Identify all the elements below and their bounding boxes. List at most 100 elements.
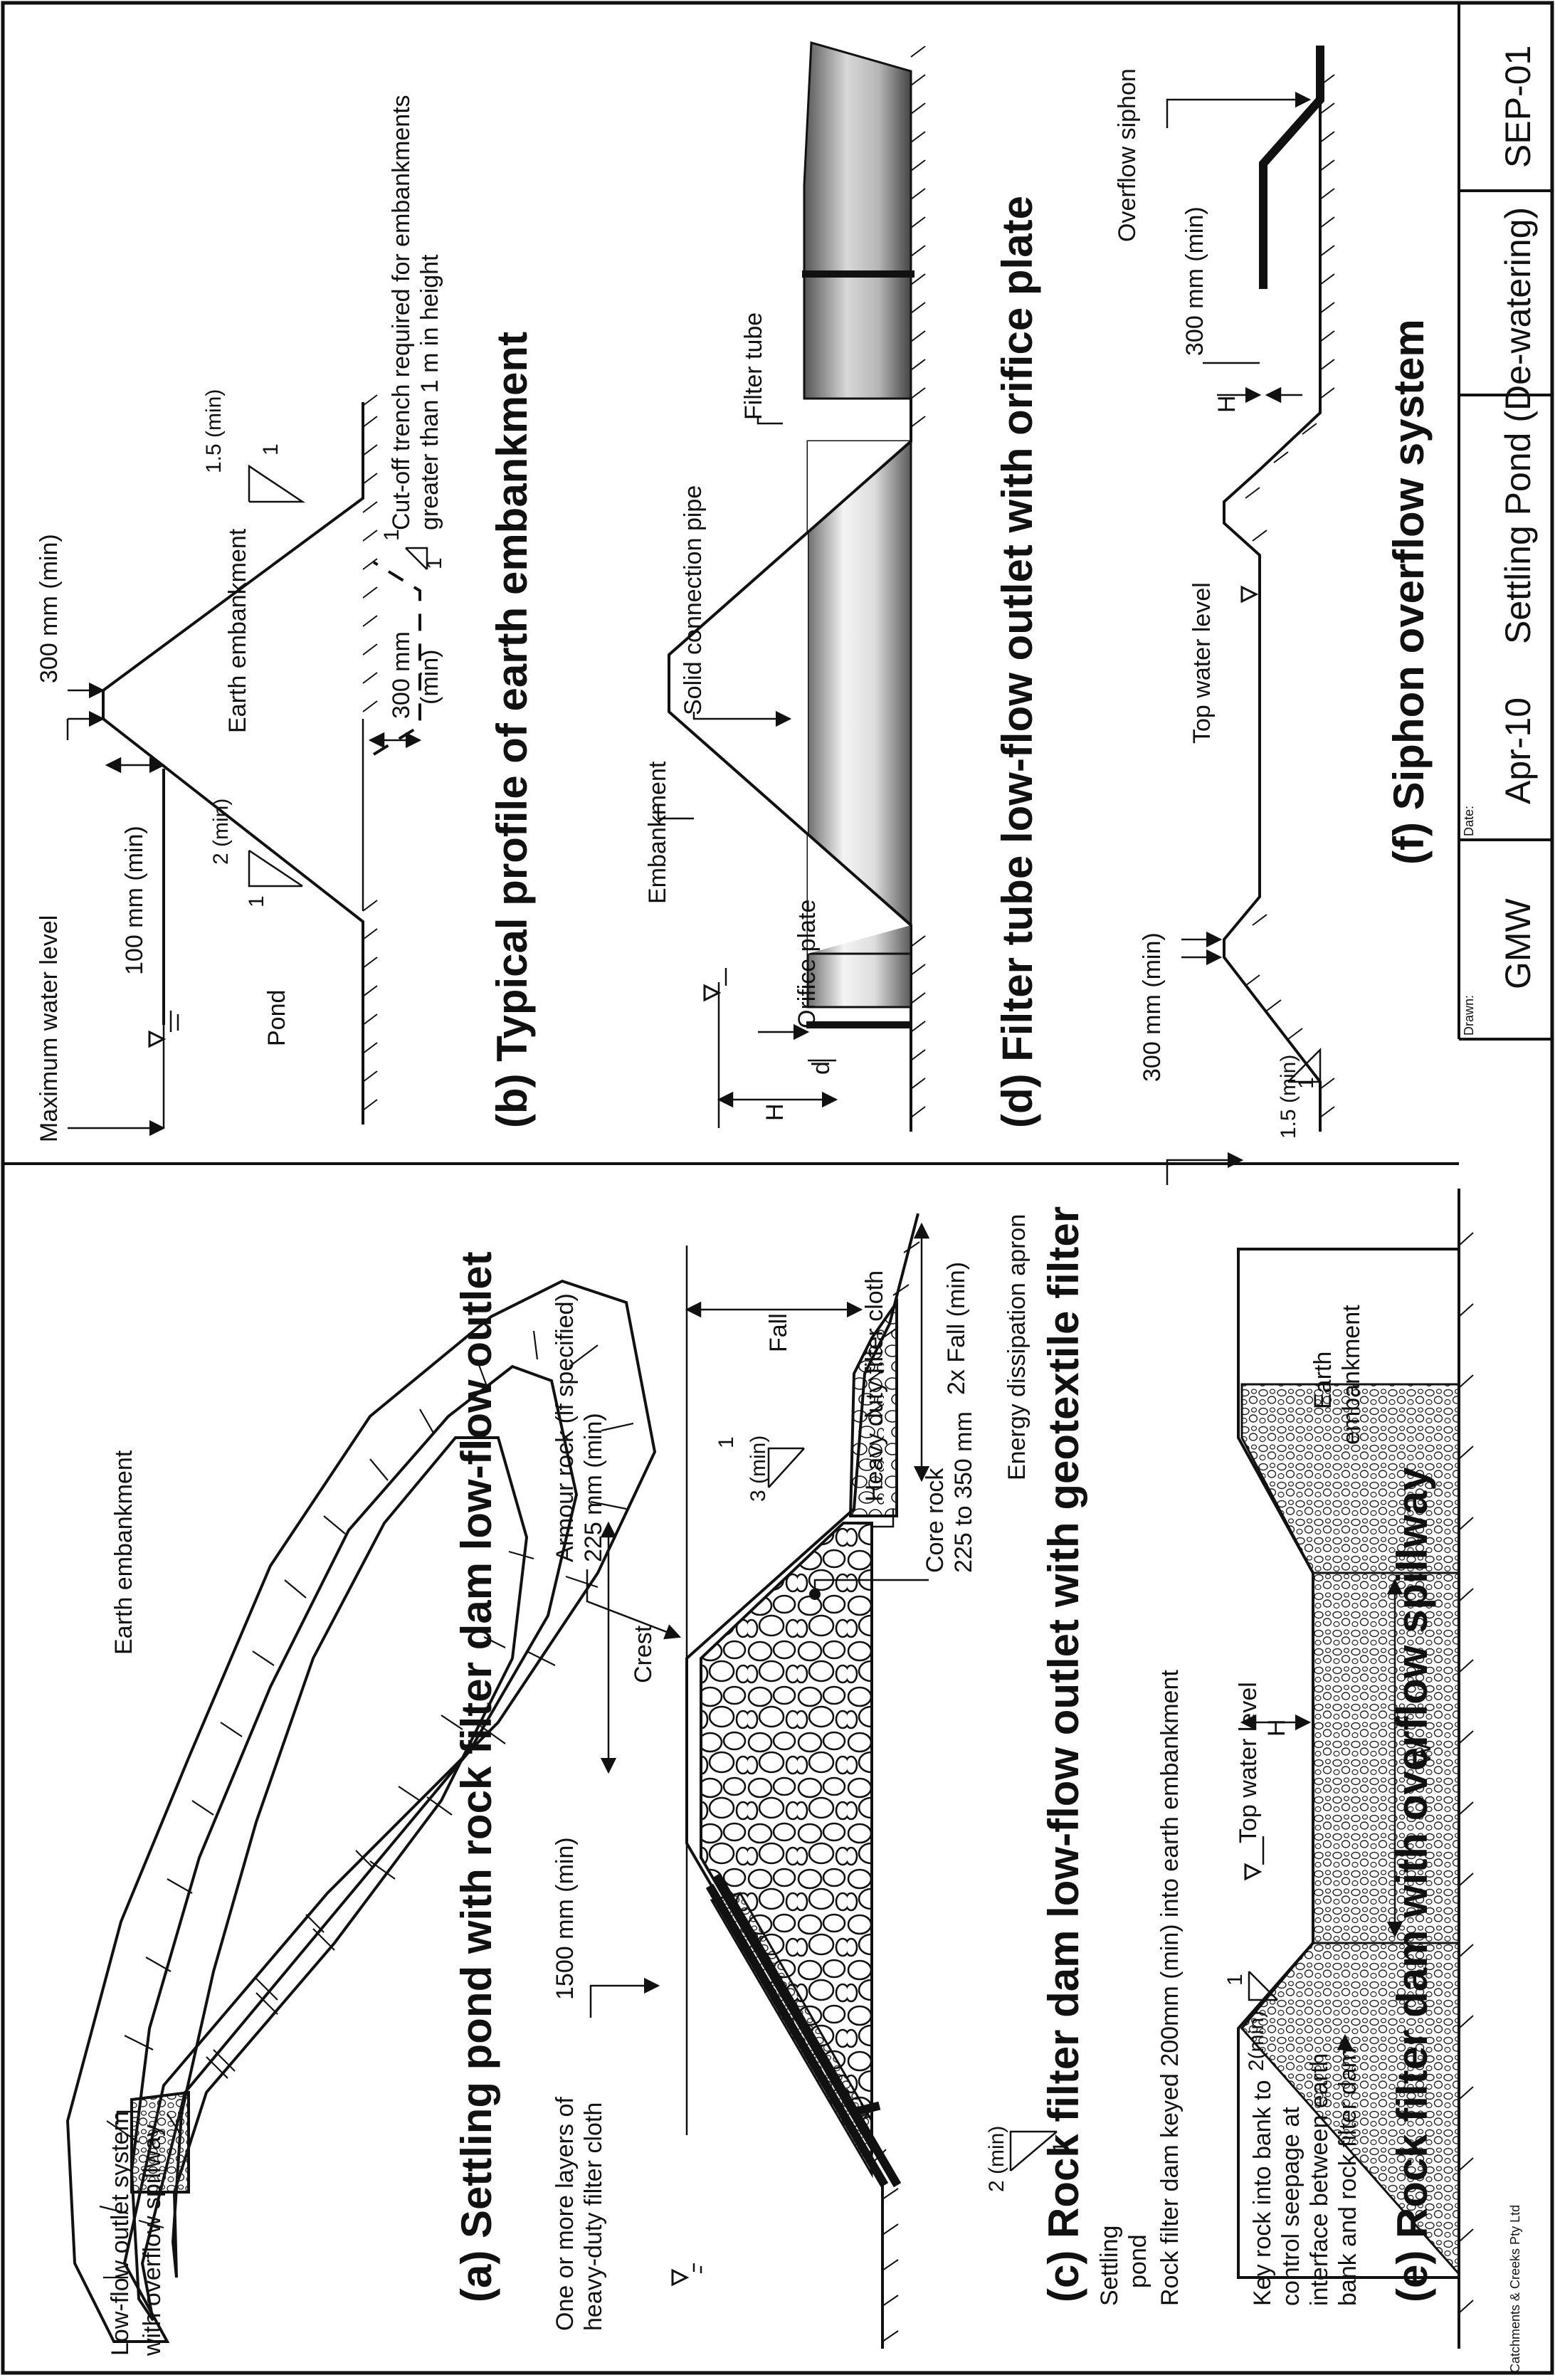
pond-profile-f: [1223, 57, 1322, 1132]
ground-hatch-b: [362, 394, 378, 1111]
panel-d-d: d: [808, 1061, 835, 1075]
panel-c-slope-right-value: 3 (min): [747, 1436, 770, 1502]
panel-d-h: H: [761, 1103, 789, 1121]
leader-embankment-d: [657, 804, 694, 820]
leader-connection: [692, 710, 792, 727]
panel-e-slope-value: 2(min): [1245, 2011, 1268, 2071]
slope-triangle-b-left: [248, 851, 302, 888]
panel-e-slope-one: 1: [1223, 1974, 1247, 1986]
panel-e-embankment-2: embankment: [1338, 1305, 1365, 1445]
panel-e-embankment-1: Earth: [1309, 1352, 1337, 1409]
slope-triangle-b-right: [248, 464, 306, 503]
overflow-siphon-pipe: [1259, 46, 1324, 289]
embankment-crest-outer: [130, 1364, 579, 2322]
water-level-symbol-e: [1244, 1863, 1263, 1881]
panel-e-key-1: Key rock into bank to: [1249, 2080, 1276, 2306]
panel-b-embankment: Earth embankment: [224, 528, 251, 733]
panel-c-core-1: Core rock: [922, 1468, 949, 1573]
panel-e-keyed: Rock filter dam keyed 200mm (min) into e…: [1156, 1670, 1184, 2306]
slope-triangle-cutoff: [406, 547, 428, 569]
panel-c-title: (c) Rock filter dam low-flow outlet with…: [1040, 1206, 1087, 2302]
panel-b-slope-left-value: 2 (min): [209, 799, 233, 865]
panel-e-w: W: [1409, 1742, 1436, 1765]
leader-keyed: [1166, 1152, 1244, 1185]
embankment-outer-toe: [65, 1279, 657, 2343]
panel-c-filter-cloth: Heavy duty filter cloth: [861, 1270, 888, 1502]
copyright-credit: Catchments & Creeks Pty Ltd: [1508, 2205, 1522, 2373]
ground-hatch-e: [1458, 1232, 1474, 2314]
panel-f-crest-right: 300 mm (min): [1181, 206, 1208, 356]
water-level-symbol-b: [148, 1030, 167, 1048]
leader-core-rock: [813, 1579, 929, 1591]
panel-f-top-water: Top water level: [1188, 582, 1216, 744]
slope-triangle-f: [1287, 1047, 1322, 1083]
embankment-slope-ticks: [99, 1330, 634, 2279]
panel-c-slope-right-one: 1: [715, 1436, 738, 1448]
rock-filter-spillway: [1312, 1571, 1460, 1944]
leader-armour: [586, 1569, 682, 1640]
panel-d-connection: Solid connection pipe: [680, 485, 707, 715]
embankment-fill-d: [669, 441, 911, 954]
panel-f-h: H: [1213, 395, 1240, 413]
drawn-caption: Drawn:: [1462, 995, 1476, 1036]
panel-f-slope-value: 1.5 (min): [1277, 1055, 1300, 1139]
slope-triangle-e: [1248, 1971, 1277, 2001]
panel-a-outlet-label-2: with overflow spillway: [139, 2124, 166, 2357]
panel-c-apron-length: 2x Fall (min): [943, 1262, 970, 1395]
rock-filter-dam-body: [700, 1522, 873, 2155]
panel-c-slope-left-one: 1: [1049, 2141, 1072, 2153]
panel-b-max-water: Maximum water level: [36, 915, 63, 1142]
date-value: Apr-10: [1498, 697, 1538, 804]
embankment-top-d: [668, 440, 912, 927]
panel-d-embankment: Embankment: [644, 761, 671, 904]
panel-c-layers-2: heavy-duty filter cloth: [580, 2102, 607, 2331]
panel-c-layers-1: One or more layers of: [552, 2097, 579, 2331]
panel-f-slope-one: 1: [1295, 1077, 1318, 1089]
embankment-outline: [102, 402, 364, 1125]
panel-c-crest: Crest: [630, 1625, 657, 1683]
panel-c-fall: Fall: [765, 1313, 792, 1352]
leader-filter-cloth: [872, 1509, 895, 1528]
filter-tube: [803, 41, 912, 400]
water-level-symbol-f: [1240, 585, 1259, 604]
cutoff-trench: [372, 561, 421, 756]
panel-a-settling-pond-plan: Low-flow outlet system with overflow spi…: [65, 1251, 657, 2357]
panel-e-key-4: bank and rock filter dam: [1334, 2048, 1361, 2306]
panel-b-cutoff-slope-b: 1: [423, 557, 446, 569]
sheet-title: Settling Pond (De-watering): [1498, 207, 1538, 644]
panel-f-siphon-overflow: 1.5 (min) 1 300 mm (min) Top water level…: [1114, 46, 1433, 1139]
water-level-symbol-d: [703, 984, 722, 1002]
panel-b-cutoff-1: Cut-off trench required for embankments: [388, 95, 415, 530]
panel-c-rock-filter-profile: Settling pond 1 2 (min) One or more laye…: [552, 1206, 1151, 2349]
panel-a-title: (a) Settling pond with rock filter dam l…: [453, 1251, 500, 2302]
panel-b-crest: 300 mm (min): [36, 534, 63, 683]
ground-hatch-d: [910, 46, 926, 1118]
panel-b-cutoff-2: greater than 1 m in height: [416, 254, 443, 530]
panel-f-crest-left: 300 mm (min): [1139, 932, 1166, 1082]
panel-e-top-water: Top water level: [1235, 1682, 1262, 1843]
panel-f-title: (f) Siphon overflow system: [1385, 319, 1433, 865]
drawing-code: SEP-01: [1498, 46, 1538, 168]
panel-b-slope-left-one: 1: [245, 895, 268, 907]
panel-d-title: (d) Filter tube low-flow outlet with ori…: [993, 196, 1041, 1128]
leader-siphon: [1166, 91, 1312, 128]
filter-cloth-upstream-2: [712, 1873, 902, 2188]
panel-b-pond: Pond: [263, 990, 290, 1046]
panel-b-cutoff-slope-a: 1: [380, 529, 404, 541]
panel-c-pond-2: pond: [1124, 2234, 1151, 2288]
solid-connection-pipe-left: [806, 952, 912, 1009]
slope-triangle-left: [1009, 2130, 1057, 2171]
drawn-value: GMW: [1498, 897, 1538, 989]
panel-b-slope-right-one: 1: [259, 443, 283, 456]
panel-d-filter-tube-outlet: Orifice plate H d Embankment Solid conne…: [644, 41, 1041, 1132]
panel-f-siphon: Overflow siphon: [1114, 68, 1141, 242]
panel-e-title: (e) Rock filter dam with overflow spillw…: [1388, 1467, 1436, 2302]
panel-a-embankment-label: Earth embankment: [110, 1450, 137, 1655]
slope-triangle-right: [767, 1447, 804, 1488]
rock-key-right: [1240, 1383, 1460, 1574]
panel-b-trench-depth-1: 300 mm: [388, 631, 415, 719]
panel-a-outlet-label-1: Low-flow outlet system: [107, 2111, 134, 2356]
panel-d-orifice: Orifice plate: [794, 900, 821, 1028]
panel-c-slope-left-value: 2 (min): [985, 2126, 1008, 2192]
